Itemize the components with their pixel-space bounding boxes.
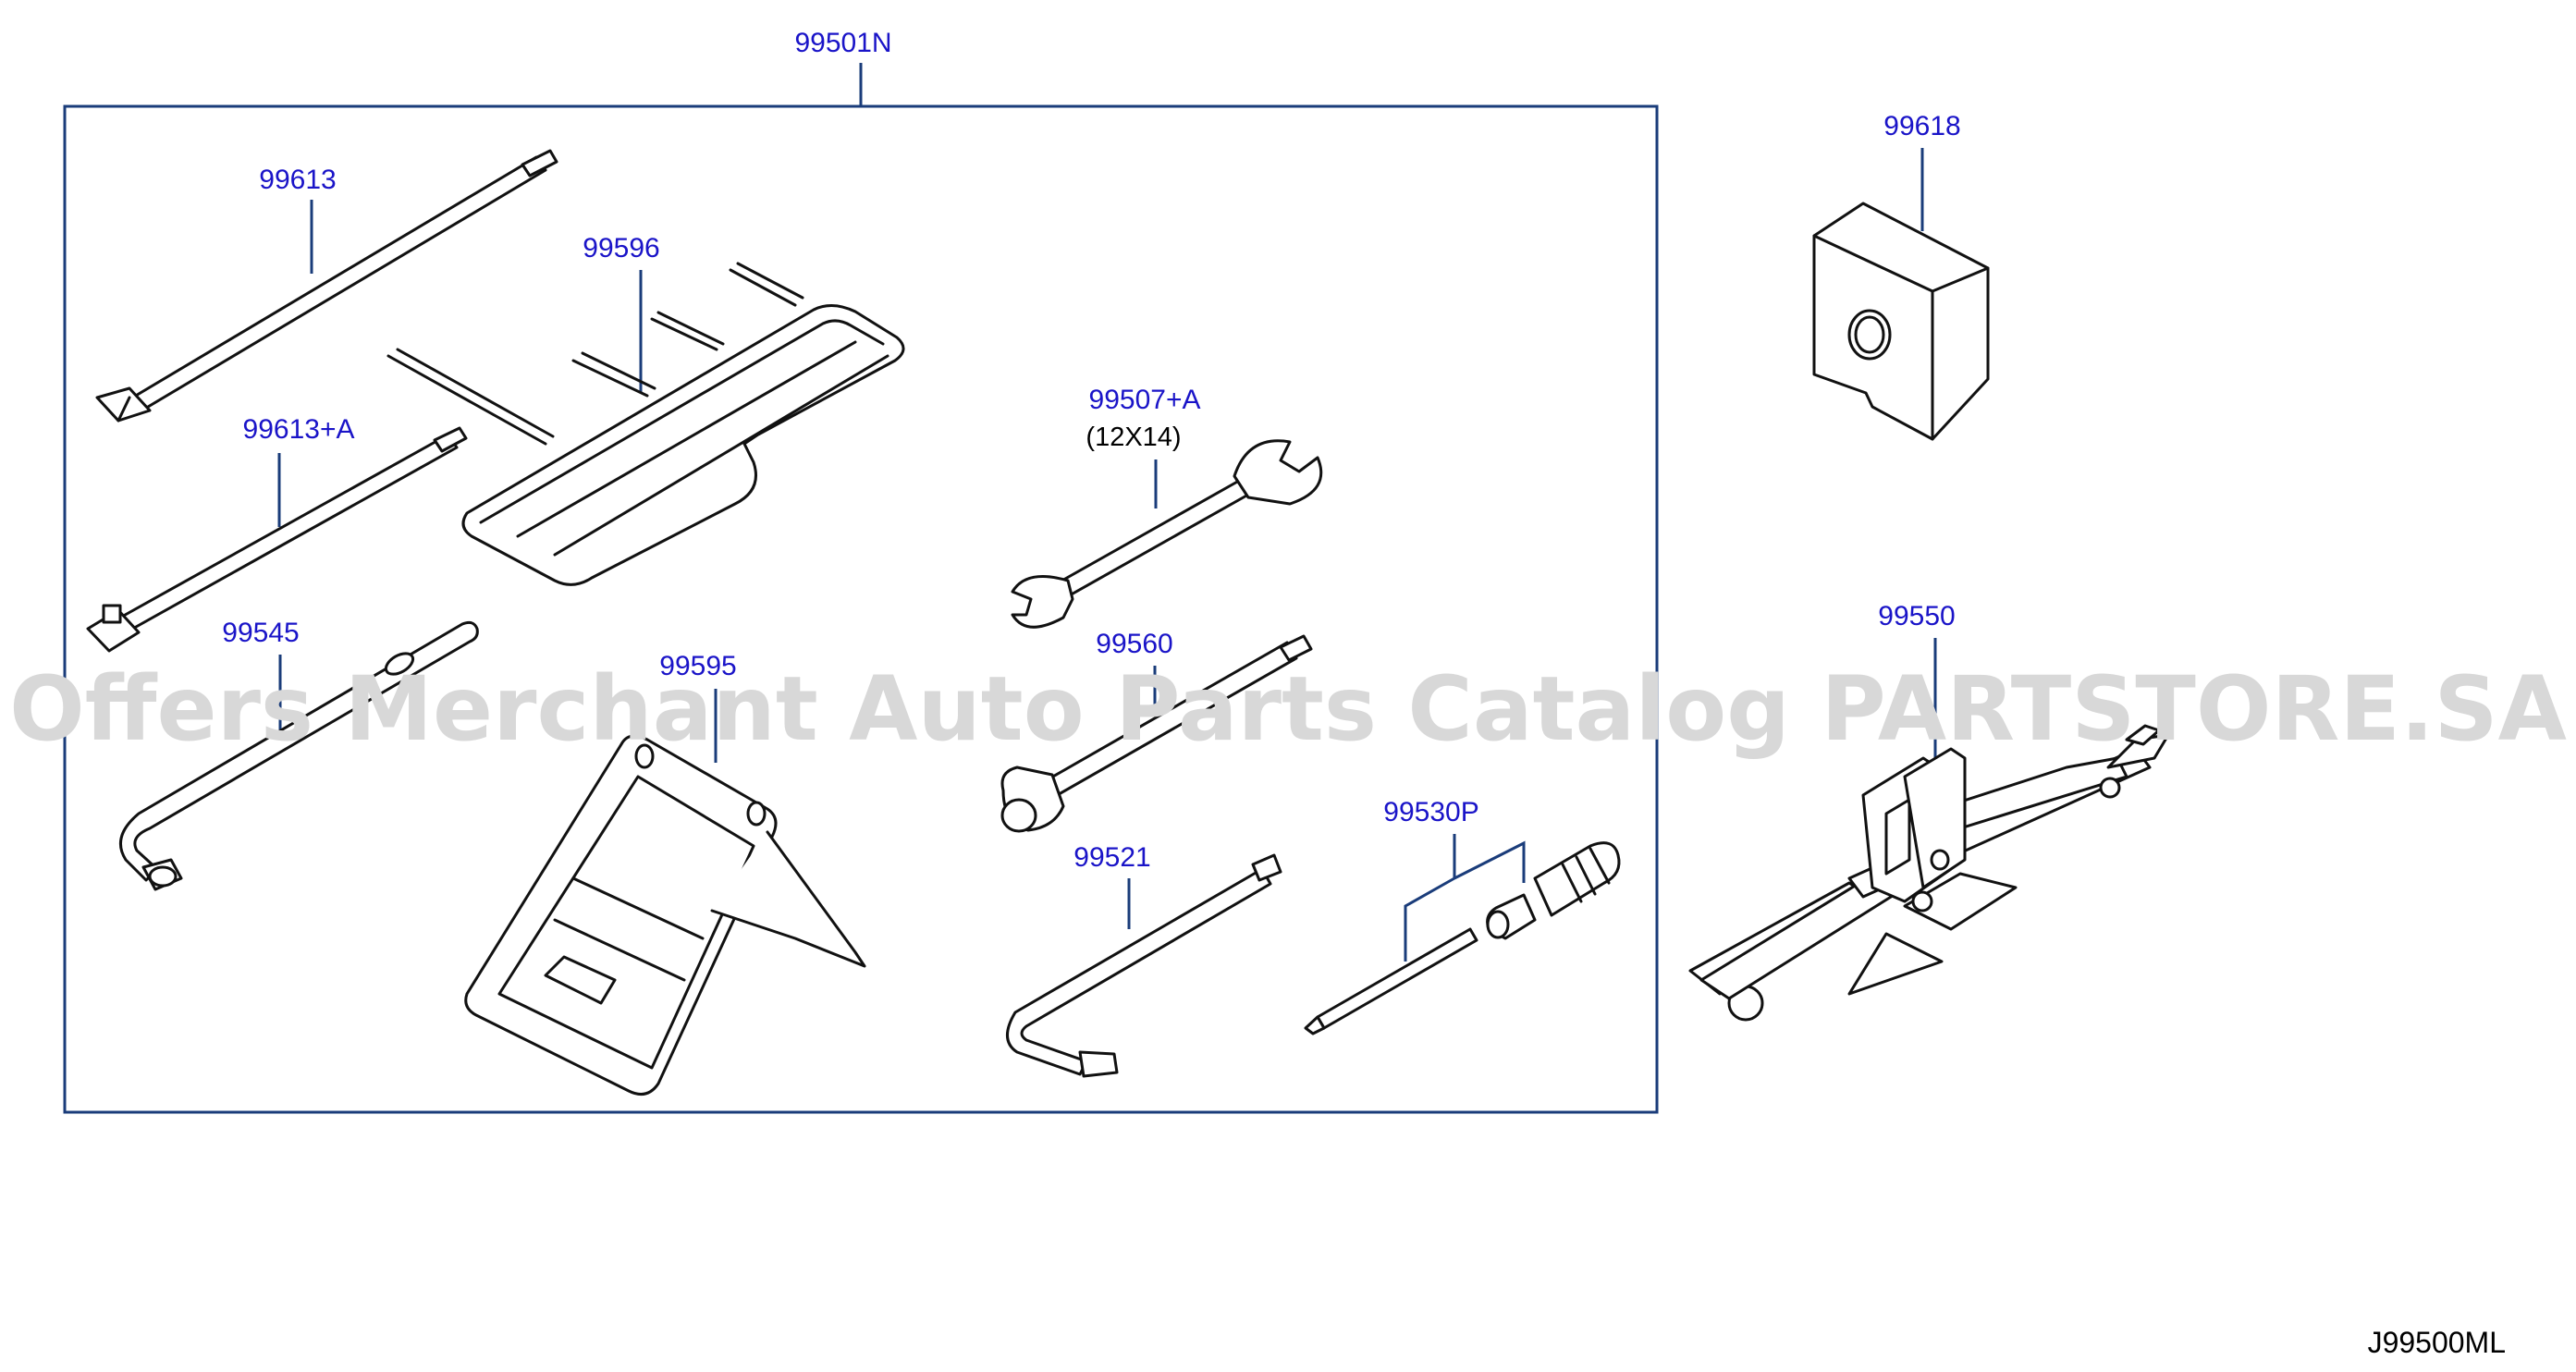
part-label-99507A[interactable]: 99507+A — [1089, 385, 1201, 415]
part-label-99530P[interactable]: 99530P — [1383, 797, 1478, 827]
part-label-99560[interactable]: 99560 — [1096, 629, 1172, 659]
part-99618[interactable]: 99618 — [1812, 111, 1990, 441]
wrench-drawing-99545 — [118, 620, 479, 882]
part-label-99595[interactable]: 99595 — [659, 651, 736, 681]
bar-drawing-99613A — [118, 433, 459, 632]
part-label-99545[interactable]: 99545 — [222, 618, 299, 648]
part-label-99596[interactable]: 99596 — [583, 233, 659, 263]
part-99613[interactable]: 99613 — [95, 149, 558, 423]
diagram-code: J99500ML — [2368, 1326, 2506, 1359]
part-label-99521[interactable]: 99521 — [1073, 842, 1150, 873]
part-99545[interactable]: 99545 — [118, 618, 479, 891]
part-99613A[interactable]: 99613+A — [86, 414, 468, 653]
part-note-99507A: (12X14) — [1086, 423, 1181, 452]
part-99550[interactable]: 99550 — [1688, 601, 2170, 1022]
part-99595[interactable]: 99595 — [464, 651, 866, 1096]
part-label-99613[interactable]: 99613 — [259, 165, 336, 195]
part-label-99613A[interactable]: 99613+A — [243, 414, 355, 445]
screwdriver-drawing-99530P — [1316, 927, 1478, 1030]
watermark: Offers Merchant Auto Parts Catalog PARTS… — [9, 657, 2567, 761]
bar-drawing-99613 — [128, 155, 547, 414]
part-99560[interactable]: 99560 — [1000, 629, 1313, 833]
wrench-drawing-99521 — [1006, 867, 1272, 1076]
part-99530P[interactable]: 99530P — [1304, 797, 1621, 1035]
part-99521[interactable]: 99521 — [1006, 842, 1282, 1078]
tray-drawing-99596 — [386, 348, 555, 446]
part-label-99618[interactable]: 99618 — [1883, 111, 1960, 141]
part-99596[interactable]: 99596 — [386, 233, 905, 586]
group-label[interactable]: 99501N — [794, 28, 891, 58]
block-drawing-99618 — [1812, 202, 1990, 441]
part-label-99550[interactable]: 99550 — [1878, 601, 1955, 631]
wrench-drawing-99507A — [1057, 479, 1250, 598]
part-99507A[interactable]: 99507+A (12X14) — [1011, 385, 1323, 629]
